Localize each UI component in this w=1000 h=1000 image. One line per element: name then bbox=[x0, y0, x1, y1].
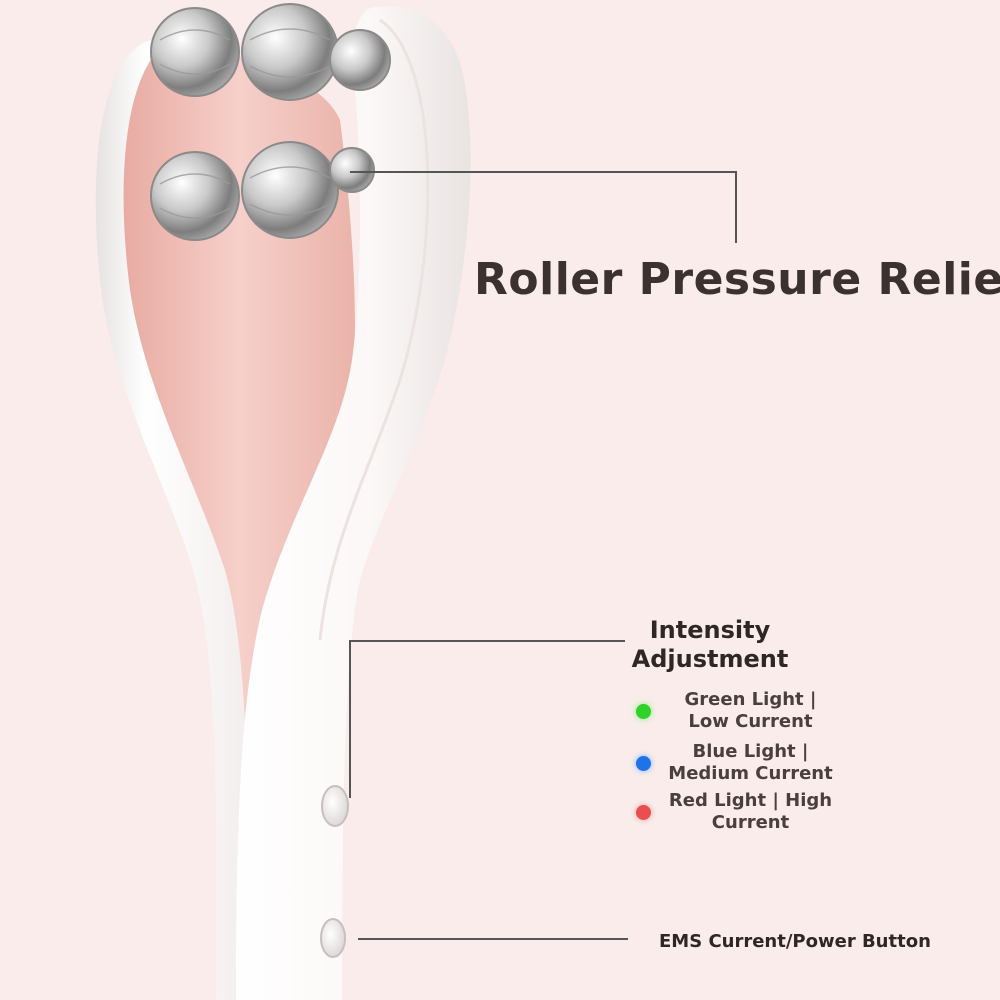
intensity-heading-line2: Adjustment bbox=[631, 645, 789, 673]
roller-balls bbox=[150, 3, 391, 241]
mode-blue-line2: Medium Current bbox=[668, 763, 833, 784]
mode-green-label: Green Light | Low Current bbox=[651, 689, 850, 733]
feature-title: Roller Pressure Relief bbox=[474, 254, 1000, 305]
mode-green: Green Light | Low Current bbox=[636, 689, 850, 733]
intensity-heading: Intensity Adjustment bbox=[610, 616, 810, 674]
mode-green-line1: Green Light | bbox=[684, 689, 817, 710]
mode-blue-label: Blue Light | Medium Current bbox=[651, 741, 850, 785]
ems-power-label: EMS Current/Power Button bbox=[659, 931, 931, 952]
title-leader-line bbox=[350, 171, 737, 243]
mode-red-line1: Red Light | High bbox=[668, 790, 833, 811]
mode-blue-line1: Blue Light | bbox=[692, 741, 809, 762]
mode-blue: Blue Light | Medium Current bbox=[636, 741, 850, 785]
mode-red-line2: Current bbox=[711, 812, 790, 833]
green-light-icon bbox=[636, 703, 651, 719]
blue-light-icon bbox=[636, 755, 651, 771]
intensity-heading-line1: Intensity bbox=[649, 616, 771, 644]
intensity-leader-line bbox=[349, 640, 625, 798]
mode-red: Red Light | High Current bbox=[636, 790, 850, 834]
mode-red-label: Red Light | High Current bbox=[651, 790, 850, 834]
red-light-icon bbox=[636, 804, 651, 820]
mode-green-line2: Low Current bbox=[688, 711, 813, 732]
intensity-button[interactable] bbox=[321, 785, 349, 827]
power-button[interactable] bbox=[320, 918, 346, 958]
device-seam bbox=[318, 18, 430, 641]
